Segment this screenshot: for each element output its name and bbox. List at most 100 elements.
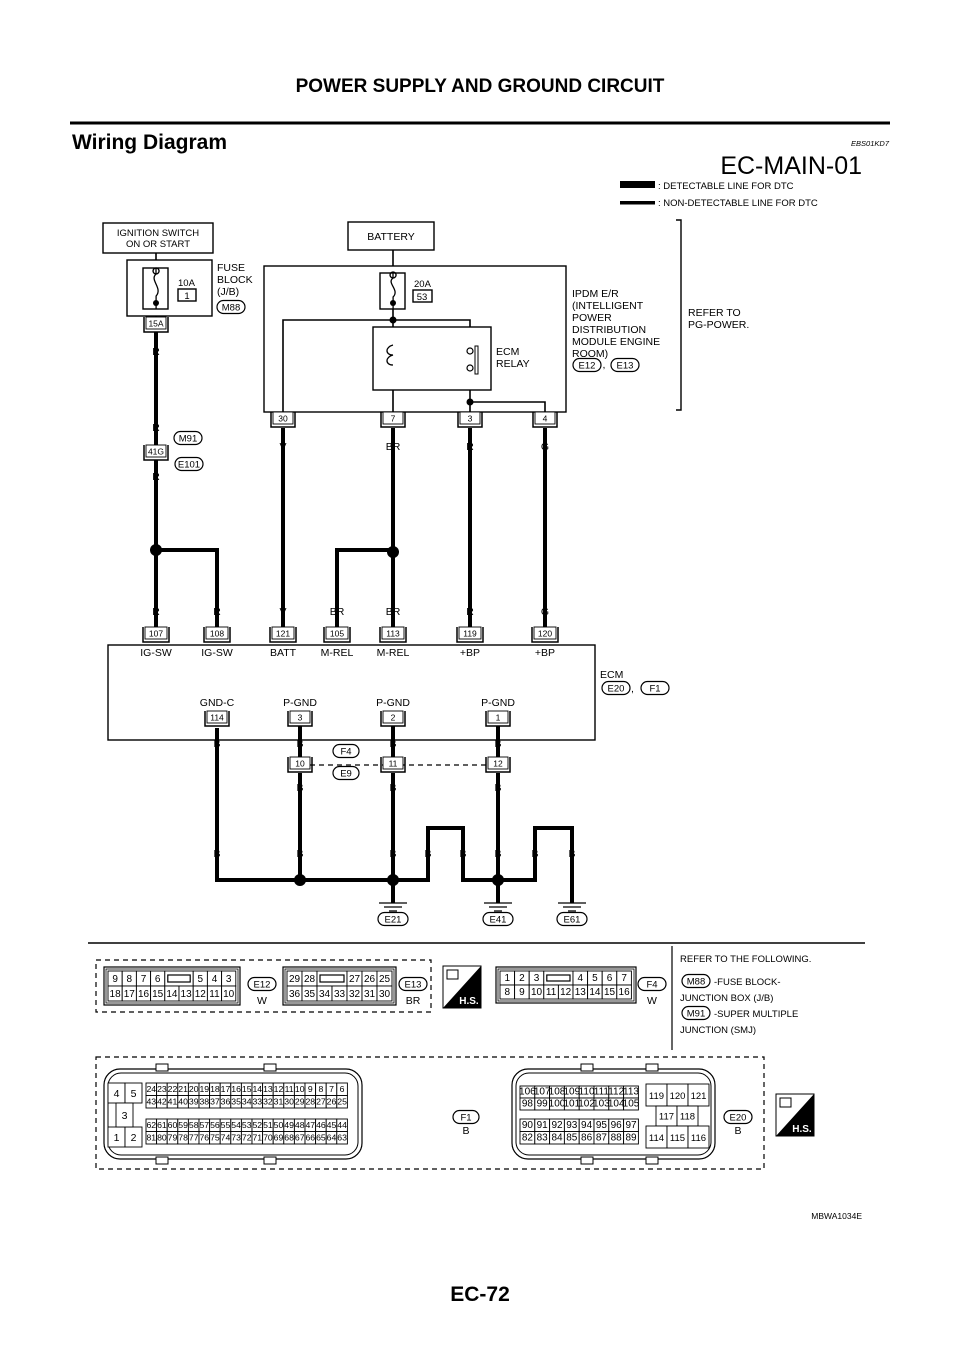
connector-pin [623, 1131, 639, 1145]
pin-number: 75 [210, 1133, 220, 1143]
pin-number: 5 [198, 974, 204, 985]
pin-number: 30 [284, 1097, 294, 1107]
connector-oval [681, 973, 711, 989]
terminal [206, 710, 228, 724]
terminal-number: 114 [210, 713, 224, 723]
terminal [382, 710, 404, 724]
connector-oval [681, 1005, 711, 1021]
connector-id: F4 [646, 980, 657, 991]
pin-number: 118 [680, 1112, 695, 1123]
connector-housing [511, 1068, 716, 1160]
pin-number: 94 [581, 1120, 593, 1131]
pin-number: 117 [659, 1112, 674, 1123]
pin-number: 9 [308, 1084, 313, 1094]
terminal-bracket [456, 627, 484, 643]
refer-item: -FUSE BLOCK- [714, 977, 781, 988]
pin-number: 40 [178, 1097, 188, 1107]
terminal [487, 756, 509, 770]
wire-color: R [152, 422, 160, 434]
pin-number: 32 [349, 989, 361, 1000]
pin-number: 15 [152, 989, 164, 1000]
pin-number: 35 [304, 989, 316, 1000]
relay-label: ECM [496, 346, 519, 358]
pin-number: 67 [295, 1133, 305, 1143]
terminal [459, 411, 481, 425]
wire-color: R [466, 606, 474, 618]
wire-color: BR [386, 606, 401, 618]
connector-oval [173, 430, 203, 446]
pin-number: 29 [295, 1097, 305, 1107]
connector-id: M91 [179, 434, 197, 445]
wire-color: R [152, 346, 160, 358]
pin-number: 55 [221, 1120, 231, 1130]
pin-number: 53 [242, 1120, 252, 1130]
pin-number: 26 [364, 974, 376, 985]
fuse-rating: 20A [414, 279, 432, 290]
pin-number: 43 [146, 1097, 156, 1107]
connector-housing [103, 1068, 363, 1160]
pin-number: 57 [199, 1120, 209, 1130]
terminal-number: 15A [148, 319, 163, 329]
pin-number: 24 [146, 1084, 156, 1094]
connector-latch [155, 1156, 169, 1165]
wire-color: R [152, 606, 160, 618]
pin-number: 83 [537, 1133, 549, 1144]
terminal-number: 2 [391, 713, 396, 723]
fuse-block-label: BLOCK [217, 274, 253, 286]
connector-pin [221, 985, 237, 1002]
connector-latch [546, 974, 571, 982]
pin-name: IG-SW [201, 647, 233, 659]
pin-number: 121 [691, 1091, 707, 1102]
pin-number: 16 [138, 989, 150, 1000]
pin-number: 47 [305, 1120, 315, 1130]
pin-number: 115 [670, 1133, 685, 1144]
terminal [145, 316, 167, 330]
pin-number: 37 [210, 1097, 220, 1107]
terminal [144, 626, 168, 640]
connector-oval [216, 299, 246, 315]
connector-id: E20 [730, 1113, 747, 1124]
connector-id: E101 [178, 460, 200, 471]
pin-number: 41 [168, 1097, 178, 1107]
connector-housing [515, 1072, 712, 1156]
connector-id: M88 [687, 977, 705, 988]
pin-number: 34 [319, 989, 331, 1000]
connector-oval [723, 1109, 753, 1125]
pin-number: 88 [611, 1133, 623, 1144]
pin-number: 13 [575, 987, 587, 998]
pin-number: 7 [329, 1084, 334, 1094]
pin-number: 10 [295, 1084, 305, 1094]
pin-number: 13 [263, 1084, 273, 1094]
pin-name: P-GND [481, 697, 515, 709]
pin-number: 16 [619, 987, 631, 998]
connector-pin [687, 1083, 710, 1107]
connector-id: E9 [340, 769, 352, 780]
ignition-switch-label-2: ON OR START [126, 239, 190, 250]
pin-number: 27 [316, 1097, 326, 1107]
ipdm-label: ROOM) [572, 348, 608, 360]
connector-pin [124, 1126, 143, 1148]
connector-oval [637, 976, 667, 992]
terminal [205, 626, 229, 640]
legend-nondetectable-swatch [620, 201, 655, 205]
terminal-number: 120 [538, 629, 552, 639]
connector-id: M91 [687, 1009, 705, 1020]
ecm-label: ECM [600, 669, 623, 681]
wire-color: B [296, 848, 303, 860]
pin-number: 2 [519, 973, 525, 984]
ipdm-label: MODULE ENGINE [572, 336, 660, 348]
pin-number: 93 [566, 1120, 578, 1131]
wire-color: B [213, 848, 220, 860]
connector-color: B [462, 1125, 469, 1137]
fuse-rating: 10A [178, 278, 196, 289]
connector-housing [284, 968, 395, 1004]
connector-oval [482, 911, 514, 927]
wire-color: V [279, 606, 286, 618]
pin-number: 66 [305, 1133, 315, 1143]
pin-number: 52 [252, 1120, 262, 1130]
connector-id: E12 [254, 980, 271, 991]
terminal-number: 113 [386, 629, 400, 639]
terminal-number: 10 [295, 759, 305, 769]
pin-number: 50 [274, 1120, 284, 1130]
